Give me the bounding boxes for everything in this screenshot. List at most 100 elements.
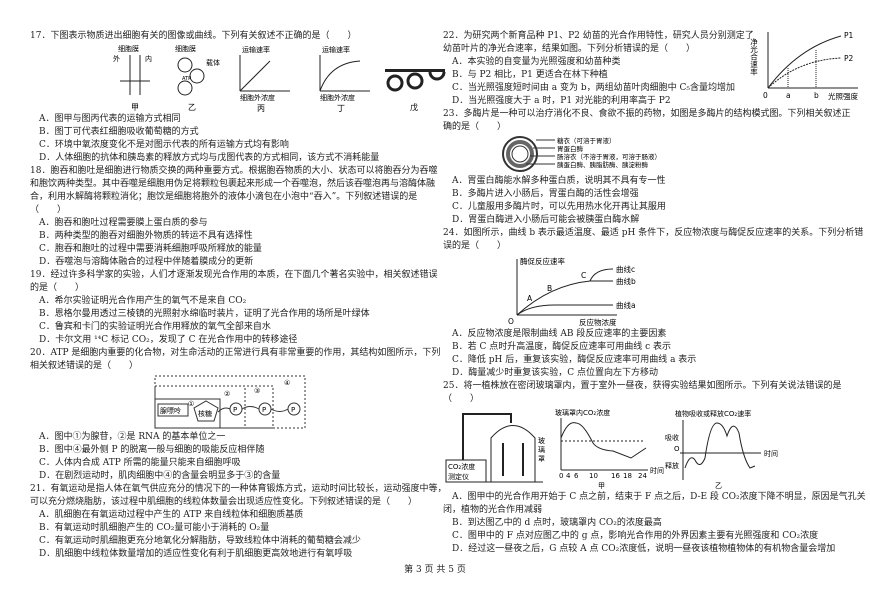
option-d: D．酶量减少时重复该实验，C 点位置向左下方移动 xyxy=(452,368,658,378)
q17-stem: 17．下图表示物质进出细胞有关的图像或曲线。下列有关叙述不正确的是（ ） xyxy=(30,31,357,41)
label: 玻 xyxy=(538,436,545,445)
question-20-21: A．图中①为腺苷，②是 RNA 的基本单位之一 B．图中④最外侧 P 的脱离一般… xyxy=(30,431,446,561)
option-a: A．本实验的自变量为光照强度和幼苗种类 xyxy=(452,57,621,67)
adenine-label: 腺嘌呤 xyxy=(160,406,181,415)
option-a: A．胃蛋白酶能水解多种蛋白质，说明其不具有专一性 xyxy=(452,176,666,186)
tick: 16 xyxy=(611,472,620,480)
option-c: C．图甲中的 F 点对应图乙中的 g 点，影响光合作用的外界因素主要有光照强度和… xyxy=(452,531,819,541)
axis-label: 时间 xyxy=(764,449,778,458)
figure-label: 乙 xyxy=(715,482,722,490)
label: O xyxy=(674,445,680,453)
label: 内 xyxy=(145,54,152,63)
point-label: A xyxy=(527,294,533,303)
label: 丙 xyxy=(257,104,265,113)
axis-label: 植物吸收或释放CO₂速率 xyxy=(675,409,751,418)
label: 丁 xyxy=(337,104,345,113)
option-d: D．当光照强度大于 a 时，P1 对光能的利用率高于 P2 xyxy=(452,96,671,106)
axis-label: 玻璃罩内CO₂浓度 xyxy=(555,408,610,417)
option-c: C．鲁宾和卡门的实验证明光合作用释放的氧气全部来自水 xyxy=(39,322,271,332)
option-c: C．降低 pH 后，重复该实验，酶促反应速率可用曲线 a 表示 xyxy=(452,355,697,365)
option-a: A．图甲与图丙代表的运输方式相同 xyxy=(39,114,181,124)
axis-label: 净光合速率 xyxy=(749,37,758,77)
mark: ① xyxy=(188,400,194,408)
atp-structure-figure: 腺嘌呤 核糖 P P P ① ② ③ ④ xyxy=(154,375,306,429)
option-d: D．胃蛋白酶进入小肠后可能会被胰蛋白酶水解 xyxy=(452,215,640,225)
q22-figure: 净光合速率 P1 P2 0 a b 光照强度 xyxy=(749,31,858,101)
q23-stem: 23．多酶片是一种可以治疗消化不良、食欲不振的药物，如图是多酶片的结构模式图。下… xyxy=(443,109,851,119)
option-a: A．图中①为腺苷，②是 RNA 的基本单位之一 xyxy=(39,432,226,442)
option-a: A．肌细胞在有氧运动过程中产生的 ATP 来自线粒体和细胞质基质 xyxy=(39,510,304,520)
label: 璃 xyxy=(538,445,545,454)
label: 乙 xyxy=(188,103,196,112)
series-label: P1 xyxy=(844,31,854,40)
tick: 24 xyxy=(638,472,647,480)
label: 罩 xyxy=(538,455,545,463)
option-a: A．图甲中的光合作用开始于 C 点之前，结束于 F 点之后，D-E 段 CO₂浓… xyxy=(452,492,866,502)
option-c: C．胞吞和胞吐的过程中需要消耗细胞呼吸所释放的能量 xyxy=(39,244,262,254)
q24-stem: 24．如图所示，曲线 b 表示最适温度、最适 pH 条件下，反应物浓度与酶促反应… xyxy=(443,228,864,238)
label: 戊 xyxy=(410,102,418,112)
label: 糖衣（可溶于胃液） xyxy=(557,136,616,145)
label: b xyxy=(814,91,819,100)
option-b: B．图丁可代表红细胞吸收葡萄糖的方式 xyxy=(39,127,199,137)
option-b: B．有氧运动时肌细胞产生的 CO₂量可能小于消耗的 O₂量 xyxy=(39,523,270,533)
label: 测定仪 xyxy=(448,472,469,481)
curve-label: 曲线a xyxy=(616,300,636,310)
mark: ④ xyxy=(284,379,290,387)
phosphate: P xyxy=(262,406,266,414)
ribose-label: 核糖 xyxy=(198,409,212,418)
option-c: C．当光照强度短时间由 a 变为 b，两组幼苗叶肉细胞中 C₅含量均增加 xyxy=(452,83,735,93)
option-b: B．图中④最外侧 P 的脱离一般与细胞的吸能反应相伴随 xyxy=(39,445,265,455)
axis-label: 吸收 xyxy=(665,433,679,442)
q19-stem: 的是（ ） xyxy=(30,283,85,293)
question-17: 17．下图表示物质进出细胞有关的图像或曲线。下列有关叙述不正确的是（ ） 细胞膜… xyxy=(30,30,455,165)
q23-stem: 确的是（ ） xyxy=(443,122,507,132)
phosphate: P xyxy=(291,406,295,414)
page-number: 第 3 页 共 5 页 xyxy=(404,565,466,575)
tick: 18 xyxy=(623,472,632,480)
option-b: B．多酶片进入小肠后，胃蛋白酶的活性会增强 xyxy=(452,189,639,199)
q24-figure: 酶促反应速率 曲线c 曲线b 曲线a A B C O 反应物浓度 xyxy=(508,256,636,327)
q18-stem: 18．胞吞和胞吐是细胞进行物质交换的两种重要方式。根据胞吞物质的大小、状态可以将… xyxy=(30,166,438,176)
label: CO₂浓度 xyxy=(448,462,475,471)
option-c: C．儿童服用多酶片时，可以先用热水化开再让其服用 xyxy=(452,202,666,212)
figure-label: 甲 xyxy=(598,482,605,490)
question-18: 18．胞吞和胞吐是细胞进行物质交换的两种重要方式。根据胞吞物质的大小、状态可以将… xyxy=(30,165,440,373)
option-b: B．到达图乙中的 d 点时，玻璃罩内 CO₂的浓度最高 xyxy=(452,518,662,528)
option-a: A．反应物浓度是限制曲线 AB 段反应速率的主要因素 xyxy=(452,329,667,339)
q22-stem: 幼苗叶片的净光合速率，结果如图。下列分析错误的是（ ） xyxy=(443,44,696,54)
curve-label: 曲线b xyxy=(616,276,636,286)
question-22: 22．为研究两个新育品种 P1、P2 幼苗的光合作用特性，研究人员分别测定了 幼… xyxy=(443,30,850,134)
point-label: C xyxy=(581,271,586,280)
point-label: B xyxy=(547,284,552,293)
label: 细胞膜 xyxy=(175,44,196,53)
axis-label: 光照强度 xyxy=(828,91,858,101)
axis-label: 释放 xyxy=(665,461,679,470)
option-d: D．经过这一昼夜之后，G 点较 A 点 CO₂浓度低，说明一昼夜该植物植物体的有… xyxy=(452,544,836,554)
label: 细胞膜 xyxy=(118,44,139,53)
tick: 4 xyxy=(566,472,571,480)
q18-stem: （ ） xyxy=(30,205,67,215)
label: 外 xyxy=(113,54,120,63)
q20-stem: 20．ATP 是细胞内重要的化合物，对生命活动的正常进行具有非常重要的作用，其结… xyxy=(30,348,441,358)
option-d: D．人体细胞的抗体和胰岛素的释放方式均与戊图代表的方式相同，该方式不消耗能量 xyxy=(39,153,380,163)
option-b: B．若 C 点时升高温度，酶促反应速率可用曲线 c 表示 xyxy=(452,342,671,352)
phosphate: P xyxy=(233,406,237,414)
q25-figure: CO₂浓度 测定仪 玻 璃 罩 玻璃罩内CO₂浓度 0 4 6 10 16 18… xyxy=(445,408,778,490)
q22-stem: 22．为研究两个新育品种 P1、P2 幼苗的光合作用特性，研究人员分别测定了 xyxy=(443,31,754,41)
q19-stem: 19．经过许多科学家的实验，人们才逐渐发现光合作用的本质，在下面几个著名实验中，… xyxy=(30,270,438,280)
axis-label: 运输速率 xyxy=(322,45,350,54)
axis-label: 反应物浓度 xyxy=(579,317,617,327)
q17-figure: 细胞膜 外 内 甲 细胞膜 ATP 载体 乙 运输速率 细胞外浓度 丙 运输速率… xyxy=(113,44,446,113)
label: 0 xyxy=(763,91,768,100)
option-c: C．环境中氧浓度变化不是对图示代表的所有运输方式均有影响 xyxy=(39,140,289,150)
tick: 10 xyxy=(589,472,598,480)
axis-label: 细胞外浓度 xyxy=(240,93,275,102)
tick: 6 xyxy=(574,472,579,480)
axis-label: 运输速率 xyxy=(242,45,270,54)
q25-stem: （ ） xyxy=(443,394,480,404)
option-d: D．肌细胞中线粒体数量增加的适应性变化有利于肌细胞更高效地进行有氧呼吸 xyxy=(39,549,353,559)
q20-stem: 相关叙述错误的是（ ） xyxy=(30,361,139,371)
tick: 0 xyxy=(559,472,563,480)
question-23-24: A．胃蛋白酶能水解多种蛋白质，说明其不具有专一性 B．多酶片进入小肠后，胃蛋白酶… xyxy=(443,175,863,253)
